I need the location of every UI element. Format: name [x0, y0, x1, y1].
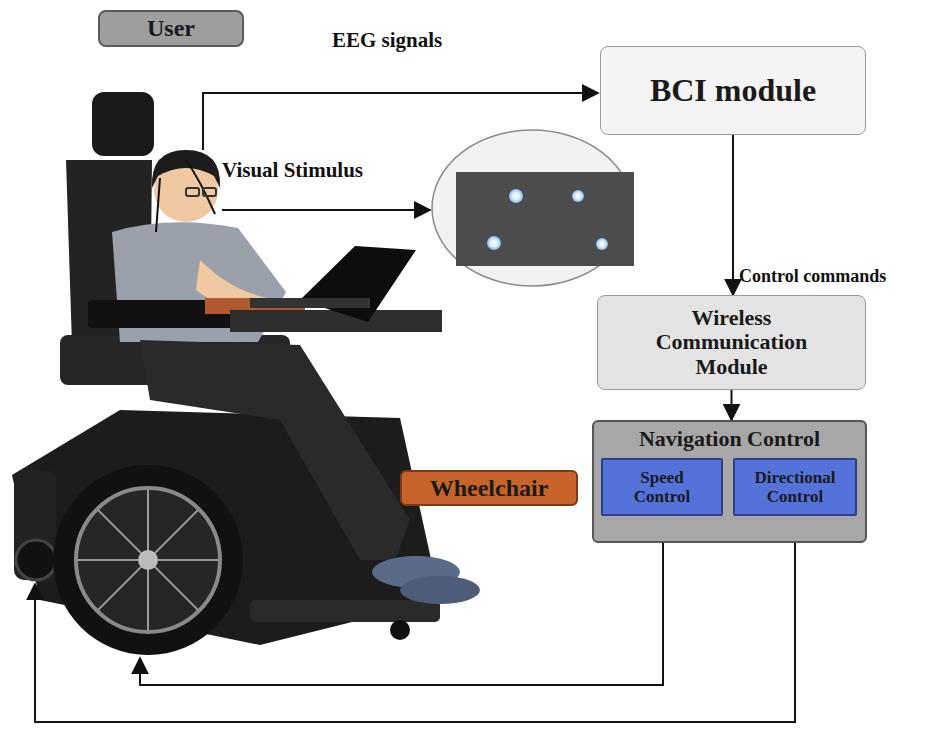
- wheel-hub: [138, 550, 158, 570]
- stimulus-led: [487, 236, 501, 250]
- stimulus-led: [572, 190, 584, 202]
- stimulus-led: [596, 238, 608, 250]
- edge-label: Control commands: [739, 266, 886, 287]
- legs: [140, 340, 410, 560]
- eeg-cap: [152, 150, 220, 188]
- wheel-spokes: [78, 490, 218, 630]
- footrest: [250, 600, 440, 622]
- process-box: Speed Control: [601, 458, 723, 516]
- signal-arrow: [203, 93, 598, 150]
- glasses: [186, 188, 216, 196]
- laptop-screen: [300, 246, 416, 322]
- footrest-caster: [390, 620, 410, 640]
- node-text: BCI module: [650, 73, 816, 109]
- anti-tip: [14, 470, 56, 580]
- drive-wheel: [53, 465, 243, 655]
- stimulus-label: Visual Stimulus: [222, 158, 363, 183]
- eeg-wires: [156, 160, 215, 232]
- node-text: User: [147, 15, 195, 42]
- group-box: Navigation ControlSpeed Control Direction…: [592, 420, 867, 543]
- wheel-rim: [76, 488, 220, 632]
- process-box: Wireless Communication Module: [597, 295, 866, 390]
- tag-box: User: [98, 10, 244, 47]
- tag-box: Wheelchair: [400, 470, 578, 506]
- control-arrow: [35, 518, 795, 722]
- caster-wheel: [16, 540, 56, 580]
- node-text: Wheelchair: [430, 475, 549, 502]
- signal-label: EEG signals: [332, 28, 442, 53]
- control-arrow: [140, 518, 663, 685]
- node-text: Directional Control: [739, 468, 851, 506]
- node-text: Wireless Communication Module: [643, 306, 821, 380]
- process-box: Directional Control: [733, 458, 857, 516]
- laptop-keyboard: [250, 298, 370, 308]
- connector-arrow: [731, 390, 733, 420]
- tray: [230, 310, 442, 332]
- stimulus-led: [509, 189, 523, 203]
- process-box: BCI module: [600, 46, 866, 135]
- connector-arrow: [732, 135, 734, 295]
- shoe: [400, 576, 480, 604]
- stimulus-panel: [456, 172, 634, 266]
- stimulus-arrow: [222, 209, 430, 211]
- headrest: [92, 92, 154, 156]
- node-text: Navigation Control: [639, 427, 820, 452]
- node-text: Speed Control: [616, 468, 708, 506]
